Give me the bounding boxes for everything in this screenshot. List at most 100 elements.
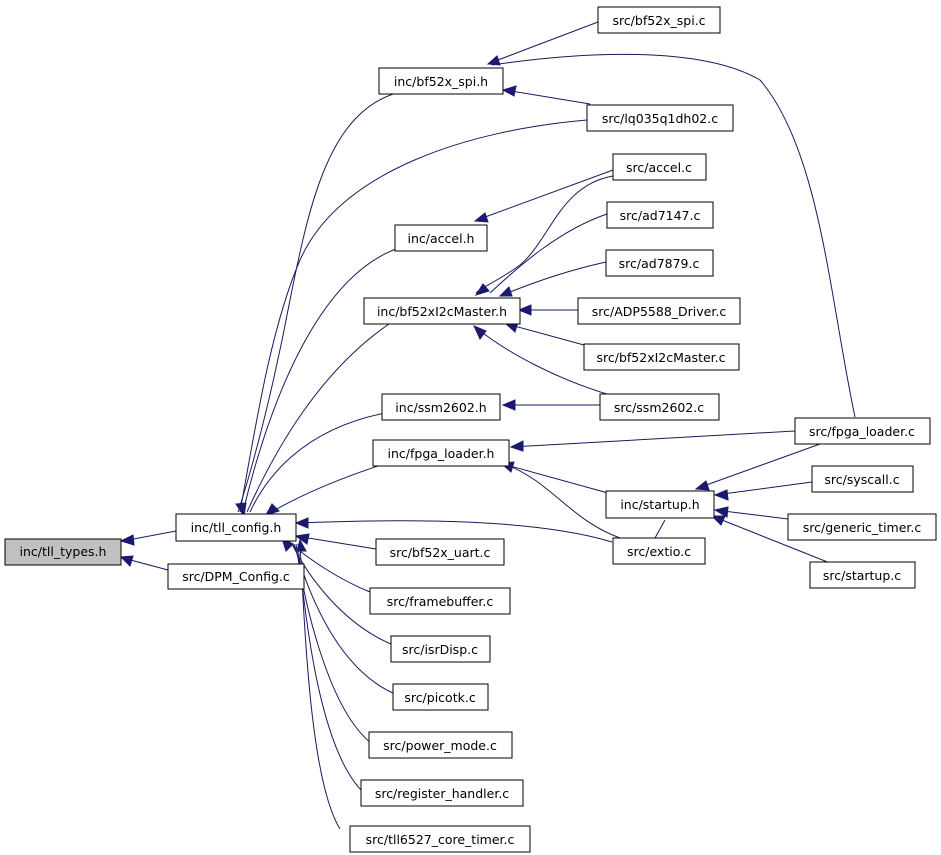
- edge-startup-c-to-startup-h: [711, 515, 831, 564]
- node-startup-c[interactable]: src/startup.c: [809, 561, 916, 589]
- node-adp5588-driver-c[interactable]: src/ADP5588_Driver.c: [577, 297, 741, 325]
- node-label: inc/bf52xI2cMaster.h: [377, 304, 507, 319]
- node-bf52xi2cmaster-c[interactable]: src/bf52xI2cMaster.c: [583, 343, 740, 371]
- node-label: src/tll6527_core_timer.c: [366, 832, 515, 847]
- node-dpm-config-c[interactable]: src/DPM_Config.c: [167, 563, 305, 590]
- node-ssm2602-h[interactable]: inc/ssm2602.h: [381, 393, 501, 421]
- node-accel-c[interactable]: src/accel.c: [612, 153, 707, 181]
- node-label: inc/tll_config.h: [191, 520, 282, 535]
- node-label: src/bf52x_uart.c: [390, 545, 491, 560]
- edge-ad7147-to-i2c-h: [489, 213, 608, 294]
- arrowhead-i2c-top: [474, 283, 490, 296]
- edge-accel-c-to-accel-h: [476, 169, 614, 221]
- arrowhead-startup-2: [713, 489, 729, 501]
- node-power-mode-c[interactable]: src/power_mode.c: [368, 731, 513, 759]
- edge-fpga-loader-h-to-tll-config: [267, 461, 391, 515]
- node-startup-h[interactable]: inc/startup.h: [605, 490, 715, 519]
- node-framebuffer-c[interactable]: src/framebuffer.c: [369, 587, 511, 615]
- node-label: src/generic_timer.c: [803, 520, 922, 535]
- edge-bf52x-spi-c-to-bf52x-spi-h: [489, 21, 599, 64]
- node-tll6527-core-timer-c[interactable]: src/tll6527_core_timer.c: [349, 825, 531, 853]
- node-label: inc/accel.h: [408, 231, 475, 246]
- node-label: src/extio.c: [627, 544, 691, 559]
- arrowhead-tll-config-uart: [294, 533, 310, 545]
- arrowhead-accel-h: [473, 212, 489, 223]
- node-ad7147-c[interactable]: src/ad7147.c: [606, 201, 714, 229]
- arrowhead-tll-config-top-2: [264, 503, 280, 516]
- arrowhead-tll-types-2: [119, 555, 134, 567]
- arrowhead-startup-3: [713, 506, 729, 518]
- node-label: src/power_mode.c: [383, 738, 497, 753]
- node-fpga-loader-h[interactable]: inc/fpga_loader.h: [372, 439, 510, 467]
- node-label: src/bf52xI2cMaster.c: [597, 350, 726, 365]
- edge-bf52x-spi-h-to-tll-config: [237, 91, 401, 513]
- edge-lq035-to-tll-config: [239, 119, 588, 513]
- node-generic-timer-c[interactable]: src/generic_timer.c: [787, 513, 937, 541]
- edge-accel-h-to-tll-config: [242, 245, 406, 513]
- node-label: src/ad7147.c: [620, 208, 701, 223]
- node-tll-config-h[interactable]: inc/tll_config.h: [175, 513, 297, 542]
- node-label: src/ssm2602.c: [614, 400, 704, 415]
- node-label: src/accel.c: [626, 160, 692, 175]
- node-label: src/lq035q1dh02.c: [602, 111, 718, 126]
- node-label: src/ADP5588_Driver.c: [592, 304, 727, 319]
- node-isrdisp-c[interactable]: src/isrDisp.c: [390, 635, 491, 663]
- arrowhead-i2c-right: [517, 304, 532, 316]
- node-label: src/startup.c: [823, 568, 901, 583]
- arrowhead-startup-1: [694, 480, 710, 491]
- node-label: inc/bf52x_spi.h: [394, 74, 488, 89]
- node-label: inc/fpga_loader.h: [388, 446, 495, 461]
- node-syscall-c[interactable]: src/syscall.c: [811, 465, 914, 493]
- arrowhead-tll-types-1: [119, 534, 135, 546]
- arrowhead-startup-4: [710, 515, 726, 526]
- node-bf52x-uart-c[interactable]: src/bf52x_uart.c: [375, 538, 505, 566]
- node-label: inc/ssm2602.h: [395, 400, 486, 415]
- nodes: inc/tll_types.h inc/tll_config.h src/DPM…: [4, 6, 937, 853]
- edge-ad7879-to-i2c-h: [504, 261, 607, 295]
- edge-ssm2602-c-to-i2c-h: [474, 326, 611, 396]
- node-register-handler-c[interactable]: src/register_handler.c: [360, 779, 524, 807]
- node-label: src/framebuffer.c: [387, 594, 494, 609]
- edge-extio-to-fpga-loader-h: [503, 463, 621, 539]
- node-label: src/register_handler.c: [375, 786, 509, 801]
- edge-fpga-loader-c-to-bf52x-spi-h: [491, 53, 856, 418]
- edge-ssm2602-h-to-tll-config: [249, 412, 386, 513]
- node-label: src/DPM_Config.c: [182, 569, 290, 584]
- node-bf52x-spi-c[interactable]: src/bf52x_spi.c: [597, 6, 721, 34]
- node-label: inc/startup.h: [620, 497, 699, 512]
- node-extio-c[interactable]: src/extio.c: [612, 537, 706, 565]
- node-label: src/isrDisp.c: [402, 642, 478, 657]
- arrowhead-tll-config-top: [235, 502, 247, 518]
- edge-lq035-to-bf52x-spi-h: [504, 89, 591, 105]
- node-lq035q1dh02-c[interactable]: src/lq035q1dh02.c: [586, 104, 734, 132]
- arrowhead-ssm2602-h: [501, 399, 516, 411]
- edge-fpga-loader-c-to-fpga-loader-h: [510, 430, 796, 448]
- edge-accel-c-to-i2c-h: [475, 175, 614, 294]
- node-ssm2602-c[interactable]: src/ssm2602.c: [599, 393, 720, 421]
- edge-startup-h-to-fpga-loader-h: [502, 463, 609, 494]
- node-picotk-c[interactable]: src/picotk.c: [392, 683, 489, 711]
- arrowhead-bf52x-spi-2: [501, 85, 517, 97]
- edge-bf52xi2cmaster-h-to-tll-config: [246, 321, 393, 513]
- arrowhead-fpga-loader-h: [509, 440, 524, 452]
- node-label: src/fpga_loader.c: [809, 424, 915, 439]
- node-label: inc/tll_types.h: [20, 544, 107, 559]
- node-ad7879-c[interactable]: src/ad7879.c: [605, 249, 714, 277]
- edge-bf52x-uart-to-tll-config: [295, 535, 377, 550]
- edge-syscall-to-startup-h: [714, 481, 813, 496]
- node-label: src/syscall.c: [824, 472, 899, 487]
- node-bf52x-spi-h[interactable]: inc/bf52x_spi.h: [378, 67, 504, 95]
- edge-picotk-to-tll-config: [293, 543, 396, 695]
- node-accel-h[interactable]: inc/accel.h: [394, 224, 488, 252]
- node-tll-types-h[interactable]: inc/tll_types.h: [4, 538, 122, 566]
- node-label: src/ad7879.c: [619, 256, 700, 271]
- node-label: src/picotk.c: [404, 690, 476, 705]
- arrowhead-tll-config-bottom-2: [296, 538, 307, 552]
- edges: [119, 21, 856, 830]
- edge-extio-to-tll-config: [295, 520, 613, 543]
- node-bf52xi2cmaster-h[interactable]: inc/bf52xI2cMaster.h: [363, 297, 521, 325]
- edge-fpga-loader-c-to-startup-h: [697, 443, 821, 489]
- node-fpga-loader-c[interactable]: src/fpga_loader.c: [794, 417, 931, 445]
- arrowhead-tll-config-right: [294, 517, 309, 529]
